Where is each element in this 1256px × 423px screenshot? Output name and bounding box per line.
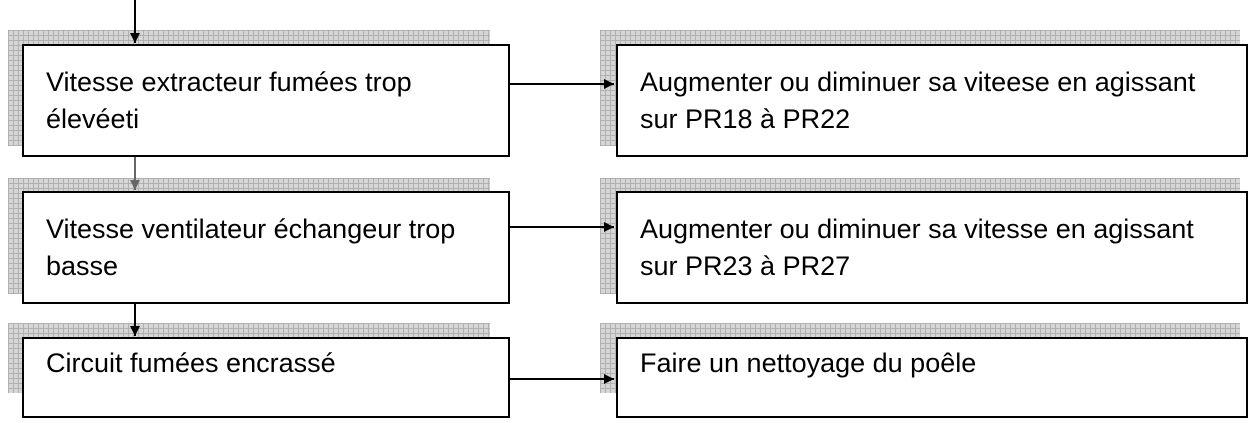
action-label-2: Augmenter ou diminuer sa vitesse en agis… bbox=[640, 213, 1194, 281]
action-box-3: Faire un nettoyage du poêle bbox=[616, 337, 1248, 418]
action-box-2: Augmenter ou diminuer sa vitesse en agis… bbox=[616, 191, 1248, 304]
action-label-1: Augmenter ou diminuer sa viteese en agis… bbox=[640, 66, 1196, 134]
action-label-3: Faire un nettoyage du poêle bbox=[640, 348, 977, 378]
cause-box-3: Circuit fumées encrassé bbox=[22, 337, 510, 418]
cause-box-1: Vitesse extracteur fumées trop élevéeti bbox=[22, 44, 510, 157]
cause-label-2: Vitesse ventilateur échangeur trop basse bbox=[46, 213, 456, 281]
cause-label-1: Vitesse extracteur fumées trop élevéeti bbox=[46, 66, 412, 134]
cause-label-3: Circuit fumées encrassé bbox=[46, 348, 336, 378]
cause-box-2: Vitesse ventilateur échangeur trop basse bbox=[22, 191, 510, 304]
action-box-1: Augmenter ou diminuer sa viteese en agis… bbox=[616, 44, 1248, 157]
